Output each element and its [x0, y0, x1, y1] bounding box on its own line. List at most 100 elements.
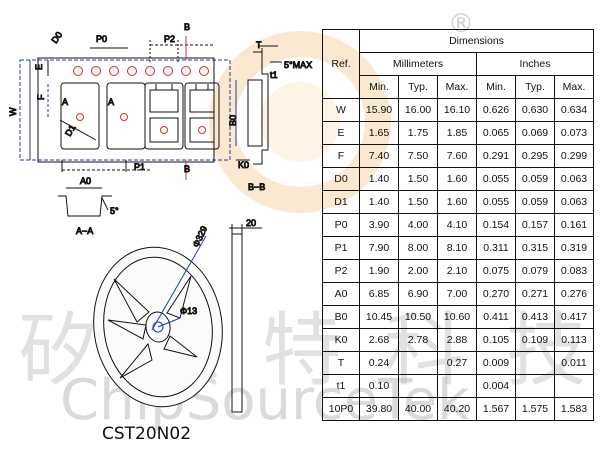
cell-mm-typ: 2.00 [398, 259, 438, 283]
cell-in-min: 0.626 [476, 98, 516, 122]
cell-ref: P2 [322, 259, 360, 283]
label-a-left: A [62, 97, 68, 107]
cell-mm-max: 0.27 [437, 351, 477, 375]
millimeters-header: Millimeters [359, 52, 477, 76]
tape-section-aa [58, 187, 112, 217]
cell-mm-min: 7.40 [359, 144, 399, 168]
label-e: E [34, 64, 44, 70]
col-mm-max: Max. [437, 75, 477, 99]
cell-mm-max: 2.10 [437, 259, 477, 283]
label-p2: P2 [164, 34, 175, 44]
cell-mm-min: 0.24 [359, 351, 399, 375]
cell-in-max: 1.583 [554, 397, 594, 421]
cell-in-typ [515, 374, 555, 398]
col-in-max: Max. [554, 75, 594, 99]
cell-mm-min: 2.68 [359, 328, 399, 352]
cell-mm-typ [398, 351, 438, 375]
cell-mm-min: 1.40 [359, 190, 399, 214]
cell-mm-min: 0.10 [359, 374, 399, 398]
cell-ref: B0 [322, 305, 360, 329]
cell-mm-typ: 1.75 [398, 121, 438, 145]
label-section-bb: B−B [248, 182, 265, 192]
cell-ref: W [322, 98, 360, 122]
ref-header: Ref. [322, 29, 360, 99]
label-f: F [36, 94, 46, 100]
inches-header: Inches [476, 52, 594, 76]
cell-mm-typ: 16.00 [398, 98, 438, 122]
cell-ref: P0 [322, 213, 360, 237]
cell-in-min: 0.311 [476, 236, 516, 260]
cell-in-typ: 0.069 [515, 121, 555, 145]
cell-ref: t1 [322, 374, 360, 398]
cell-in-max: 0.113 [554, 328, 594, 352]
cell-in-min: 0.004 [476, 374, 516, 398]
label-b-top: B [184, 22, 190, 32]
cell-mm-min: 6.85 [359, 282, 399, 306]
cell-in-typ: 0.059 [515, 190, 555, 214]
carrier-tape-top-view [19, 36, 231, 180]
col-mm-typ: Typ. [398, 75, 438, 99]
cell-in-max: 0.299 [554, 144, 594, 168]
cell-in-min: 0.411 [476, 305, 516, 329]
cell-mm-max: 2.88 [437, 328, 477, 352]
cell-in-max: 0.634 [554, 98, 594, 122]
cell-in-typ [515, 351, 555, 375]
cell-mm-min: 39.80 [359, 397, 399, 421]
label-width-20: 20 [246, 218, 256, 228]
cell-in-typ: 0.157 [515, 213, 555, 237]
cell-mm-min: 1.65 [359, 121, 399, 145]
label-b-bottom: B [184, 164, 190, 174]
cell-mm-typ: 1.50 [398, 190, 438, 214]
label-dia-13: Φ13 [180, 306, 197, 316]
cell-mm-typ: 4.00 [398, 213, 438, 237]
cell-ref: A0 [322, 282, 360, 306]
cell-mm-typ: 40.00 [398, 397, 438, 421]
cell-mm-max: 4.10 [437, 213, 477, 237]
label-5deg: 5° [110, 206, 119, 216]
cell-in-min: 0.105 [476, 328, 516, 352]
cell-mm-max: 40.20 [437, 397, 477, 421]
label-a-right: A [108, 97, 114, 107]
cell-mm-min: 10.45 [359, 305, 399, 329]
cell-mm-min: 15.90 [359, 98, 399, 122]
cell-in-max: 0.417 [554, 305, 594, 329]
col-mm-min: Min. [359, 75, 399, 99]
cell-in-min: 0.055 [476, 190, 516, 214]
cell-in-max: 0.073 [554, 121, 594, 145]
cell-in-min: 0.270 [476, 282, 516, 306]
cell-mm-typ: 2.78 [398, 328, 438, 352]
cell-in-min: 0.065 [476, 121, 516, 145]
cell-ref: D0 [322, 167, 360, 191]
label-a0: A0 [80, 176, 91, 186]
label-p0: P0 [96, 34, 107, 44]
cell-in-max: 0.083 [554, 259, 594, 283]
cell-in-typ: 0.271 [515, 282, 555, 306]
cell-mm-min: 3.90 [359, 213, 399, 237]
cell-in-max: 0.063 [554, 190, 594, 214]
cell-in-max: 0.063 [554, 167, 594, 191]
cell-in-max: 0.011 [554, 351, 594, 375]
cell-mm-max: 10.60 [437, 305, 477, 329]
cell-ref: F [322, 144, 360, 168]
label-dia-329: Φ329 [191, 224, 209, 248]
cell-in-typ: 1.575 [515, 397, 555, 421]
label-w: W [8, 107, 18, 116]
label-d0: D0 [49, 30, 64, 45]
cell-in-min: 0.291 [476, 144, 516, 168]
tape-reel-drawing: D0 P0 P2 T 5°MAX t1 E F W A A D1 B0 K0 P… [8, 22, 313, 413]
cell-in-min: 1.567 [476, 397, 516, 421]
cell-in-typ: 0.315 [515, 236, 555, 260]
cell-in-max: 0.161 [554, 213, 594, 237]
label-b0: B0 [228, 115, 238, 126]
label-section-aa: A−A [76, 226, 93, 236]
